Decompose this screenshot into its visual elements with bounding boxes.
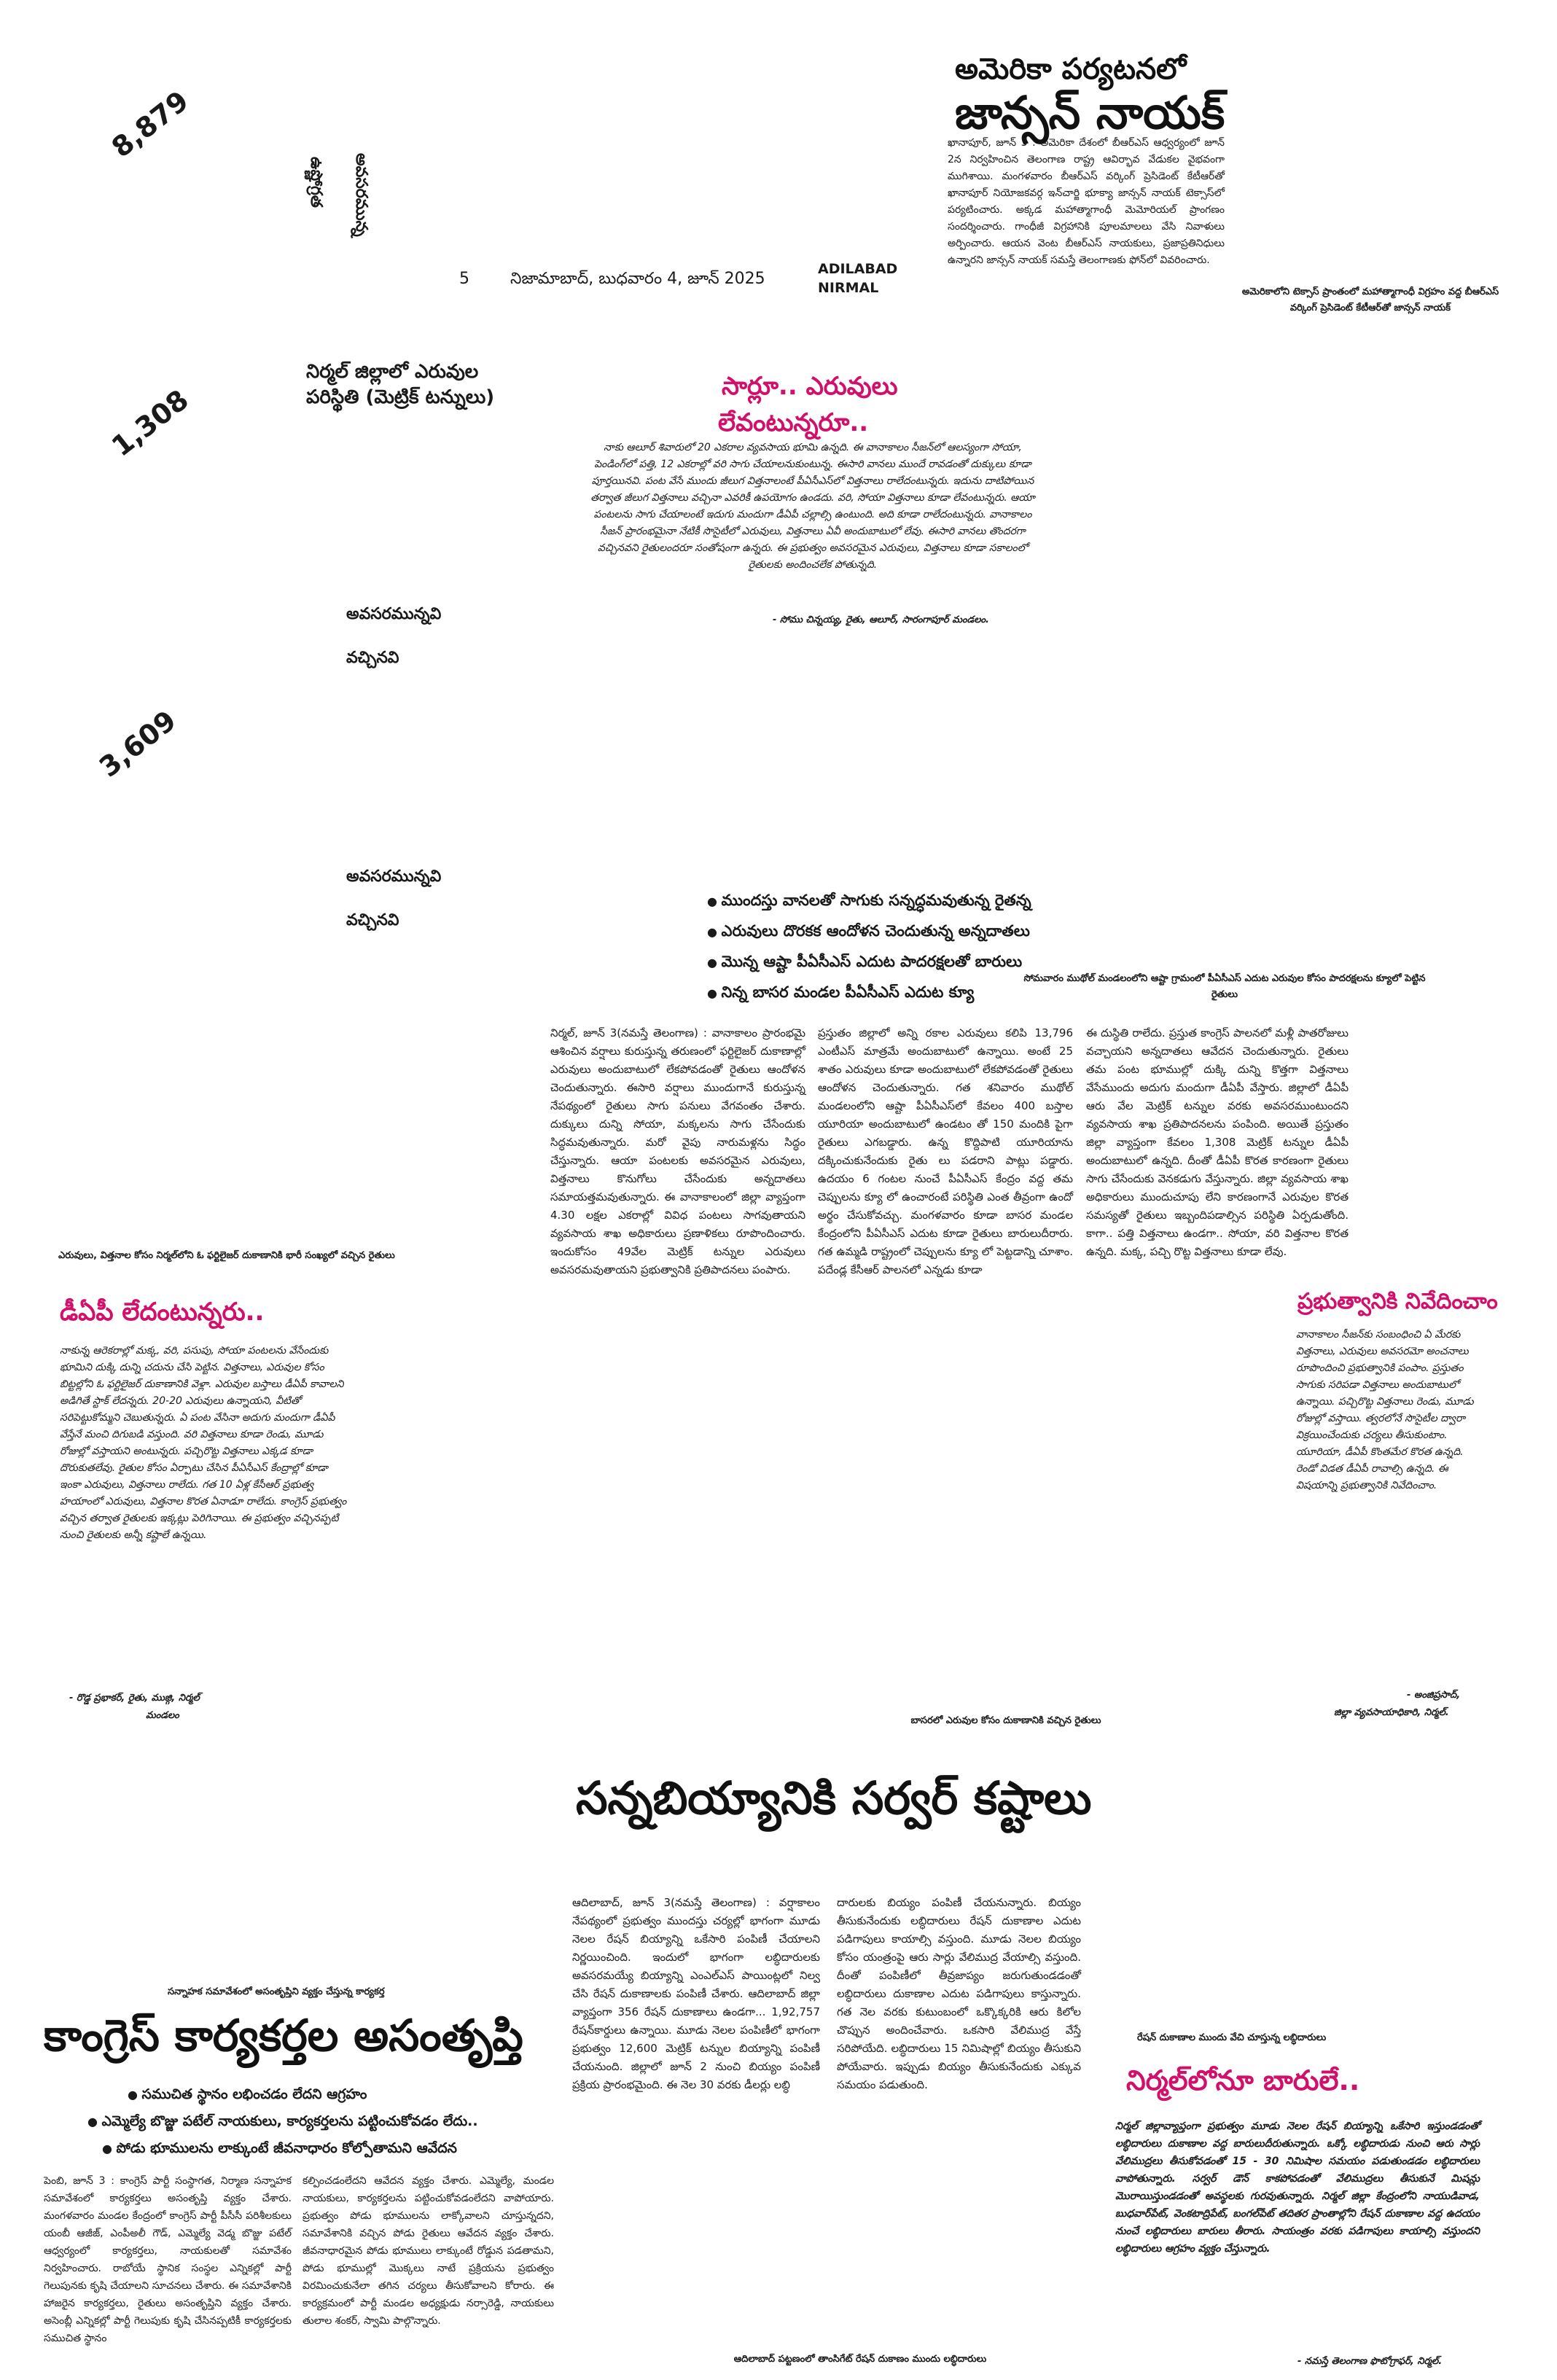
quote3-heading: ప్రభుత్వానికి నివేదించాం (1298, 1289, 1498, 1314)
quote1-signature: - సోము చిన్నయ్య, రైతు, ఆలూర్, సారంగాపూర్… (773, 614, 989, 625)
congress-bullets: సముచిత స్థానం లభించడం లేదని ఆగ్రహం ఎమ్మె… (87, 2081, 478, 2162)
nirmal-queue-signature: - నమస్తే తెలంగాణ ఫొటోగ్రాఫర్, నిర్మల్. (1298, 2356, 1443, 2367)
congress-kicker: సన్నాహక సమావేశంలో అసంతృప్తిని వ్యక్తం చే… (168, 1986, 385, 1997)
fert-bullet: నిన్న బాసర మండల పీఏసీఎస్ ఎదుట క్యూ (707, 978, 1031, 1008)
page-number: 5 (459, 270, 469, 288)
quote2-heading: డీఏపీ లేదంటున్నరు.. (60, 1298, 265, 1327)
rice-col2: దారులకు బియ్యం పంపిణీ చేయనున్నారు. బియ్య… (837, 1896, 1081, 2091)
fert-bullet: మొన్న ఆష్టా పీఏసీఎస్ ఎదుట పాదరక్షలతో బార… (707, 947, 1031, 978)
quote2-signature-2: మండలం (146, 1710, 179, 1721)
fert-bullets: ముందస్తు వానలతో సాగుకు సన్నద్ధమవుతున్న ర… (707, 886, 1031, 1008)
edition-adilabad: ADILABAD (818, 261, 898, 277)
fert-row1-label: అవసరమున్నవి (346, 605, 442, 623)
fert-table-title-1: నిర్మల్ జిల్లాలో ఎరువుల (306, 361, 479, 383)
congress-col2: కల్పించడంలేదని ఆవేదన వ్యక్తం చేశారు. ఎమ్… (303, 2175, 554, 2327)
fert-story-col1: నిర్మల్, జూన్ 3(నమస్తే తెలంగాణ) : వానాకా… (550, 1026, 805, 1276)
congress-headline: కాంగ్రెస్ కార్యకర్తల అసంతృప్తి (44, 2010, 523, 2061)
nirmal-queue-body: నిర్మల్ జిల్లావ్యాప్తంగా ప్రభుత్వం మూడు … (1115, 2120, 1480, 2255)
fert-story-col2: ప్రస్తుతం జిల్లాలో అన్ని రకాల ఎరువులు కల… (818, 1026, 1073, 1276)
side-number-3: 3,609 (93, 703, 182, 784)
nirmal-queue-heading: నిర్మల్‌లోనూ బారులే.. (1126, 2064, 1360, 2096)
photo-caption-basara: బాసరలో ఎరువుల కోసం దుకాణానికి వచ్చిన రైత… (910, 1715, 1101, 1726)
usa-headline: జాన్సన్ నాయక్ (955, 86, 1225, 139)
fert-row1-label2: వచ్చినవి (346, 649, 399, 667)
congress-bullet: ఎమ్మెల్యే బొజ్జు పటేల్ నాయకులు, కార్యకర్… (87, 2108, 478, 2135)
fert-bullet: ముందస్తు వానలతో సాగుకు సన్నద్ధమవుతున్న ర… (707, 886, 1031, 916)
usa-kicker: అమెరికా పర్యటనలో (955, 52, 1187, 86)
quote3-signature-1: - అంజిప్రసాద్, (1407, 1690, 1461, 1701)
fert-story-col3: ఈ దుస్థితి రాలేదు. ప్రస్తుత కాంగ్రెస్ పా… (1086, 1026, 1349, 1258)
rice-col1: ఆదిలాబాద్, జూన్ 3(నమస్తే తెలంగాణ) : వర్ష… (572, 1896, 820, 2091)
photo-caption-nirmal-shop: ఎరువులు, విత్తనాల కోసం నిర్మల్‌లోని ఓ ఫర… (58, 1250, 395, 1261)
quote2-body: నాకున్న ఆరెకరాల్లో మక్క, వరి, పసుపు, సోయ… (60, 1345, 347, 1541)
quote1-heading-2: లేవంటున్నరూ.. (718, 408, 869, 437)
edition-nirmal: NIRMAL (818, 280, 879, 296)
photo-caption-ration-shop: ఆదిలాబాద్ పట్టణంలో తాంసిగేట్ రేషన్ దుకాణ… (733, 2354, 987, 2365)
quote1-heading-1: సార్లూ.. ఎరువులు (722, 372, 898, 401)
quote3-body: వానాకాలం సీజన్‌కు సంబంధించి ఏ మేరకు విత్… (1296, 1329, 1474, 1491)
rice-headline: సన్నబియ్యానికి సర్వర్ కష్టాలు (576, 1771, 1092, 1825)
fert-row2-label2: వచ్చినవి (346, 911, 399, 929)
side-vertical-1: ఉష్ణోగ్రత (307, 157, 325, 208)
quote2-signature-1: - రొడ్డ ప్రభాకర్, రైతు, ముజ్గి, నిర్మల్ (69, 1693, 200, 1704)
congress-bullet: పోడు భూములను లాక్కుంటే జీవనాధారం కోల్పోత… (87, 2135, 478, 2162)
fert-table-title-2: పరిస్థితి (మెట్రిక్ టన్నులు) (306, 386, 495, 408)
usa-photo-caption: అమెరికాలోని టెక్సాస్ ప్రాంతంలో మహాత్మాగా… (1241, 286, 1499, 313)
quote1-body: నాకు ఆలూర్ శివారులో 20 ఎకరాల వ్యవసాయ భూమ… (590, 442, 1035, 571)
congress-bullet: సముచిత స్థానం లభించడం లేదని ఆగ్రహం (87, 2081, 478, 2108)
side-number-1: 8,879 (106, 84, 195, 164)
nirmal-queue-caption: రేషన్ దుకాణాల ముందు వేచి చూస్తున్న లబ్ధి… (1137, 2032, 1327, 2043)
photo-caption-ashta: సోమవారం ముథోల్ మండలంలోని ఆష్టా గ్రామంలో … (1023, 973, 1426, 1000)
dateline: నిజామాబాద్, బుధవారం 4, జూన్ 2025 (510, 270, 765, 288)
usa-body: ఖానాపూర్, జూన్ 3 : అమెరికా దేశంలో బీఆర్ఎ… (948, 137, 1225, 266)
quote3-signature-2: జిల్లా వ్యవసాయాధికారి, నిర్మల్. (1334, 1707, 1449, 1718)
side-vertical-2: అవసరమున్న (352, 153, 370, 237)
congress-col1: పెంబి, జూన్ 3 : కాంగ్రెస్ పార్టీ సంస్థాగ… (44, 2175, 292, 2344)
fert-row2-label: అవసరమున్నవి (346, 867, 442, 886)
fert-bullet: ఎరువులు దొరకక ఆందోళన చెందుతున్న అన్నదాతల… (707, 916, 1031, 947)
side-number-2: 1,308 (106, 383, 195, 463)
